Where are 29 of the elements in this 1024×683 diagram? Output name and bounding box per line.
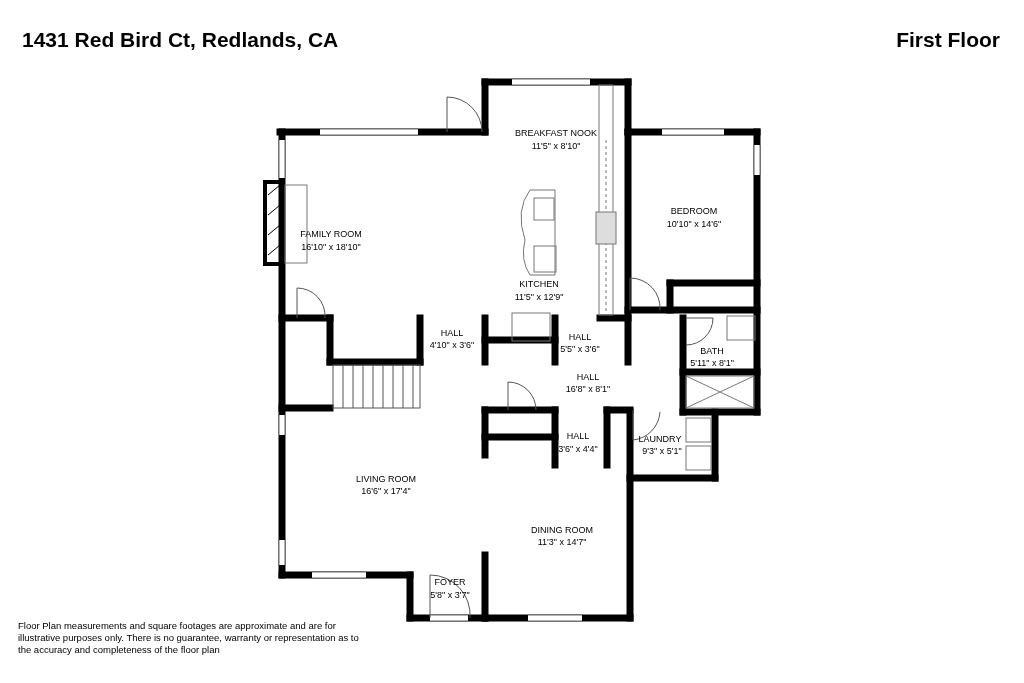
room-dimensions: 9'3" x 5'1" (642, 445, 682, 457)
address-title: 1431 Red Bird Ct, Redlands, CA (22, 27, 339, 53)
room-dimensions: 11'5" x 8'10" (531, 140, 581, 152)
room-name: HALL (576, 371, 600, 383)
room-name: FAMILY ROOM (300, 228, 362, 240)
room-dimensions: 16'10" x 18'10" (301, 241, 361, 253)
room-dimensions: 5'11" x 8'1" (690, 357, 734, 369)
room-name: HALL (440, 327, 464, 339)
room-name: LIVING ROOM (356, 473, 416, 485)
room-name: HALL (566, 430, 590, 442)
room-name: BEDROOM (670, 205, 718, 217)
room-name: LAUNDRY (638, 433, 682, 445)
room-dimensions: 16'6" x 17'4" (361, 485, 411, 497)
room-dimensions: 5'5" x 3'6" (560, 343, 600, 355)
room-name: BATH (700, 345, 724, 357)
room-dimensions: 10'10" x 14'6" (666, 218, 722, 230)
room-name: KITCHEN (519, 278, 559, 290)
disclaimer-note: Floor Plan measurements and square footages are approximate and are for illustrative purposes only. There is no guarantee, warranty or representation as to the accuracy and completeness of the floor plan (18, 620, 360, 656)
room-name: BREAKFAST NOOK (515, 127, 597, 139)
room-name: FOYER (434, 576, 466, 588)
room-dimensions: 11'5" x 12'9" (514, 291, 564, 303)
floor-title: First Floor (896, 27, 1000, 53)
room-dimensions: 3'6" x 4'4" (558, 443, 598, 455)
room-dimensions: 16'8" x 8'1" (565, 383, 611, 395)
room-dimensions: 11'3" x 14'7" (537, 536, 587, 548)
room-name: HALL (568, 331, 592, 343)
room-dimensions: 5'8" x 3'7" (430, 589, 470, 601)
room-dimensions: 4'10" x 3'6" (429, 339, 475, 351)
room-name: DINING ROOM (531, 524, 593, 536)
